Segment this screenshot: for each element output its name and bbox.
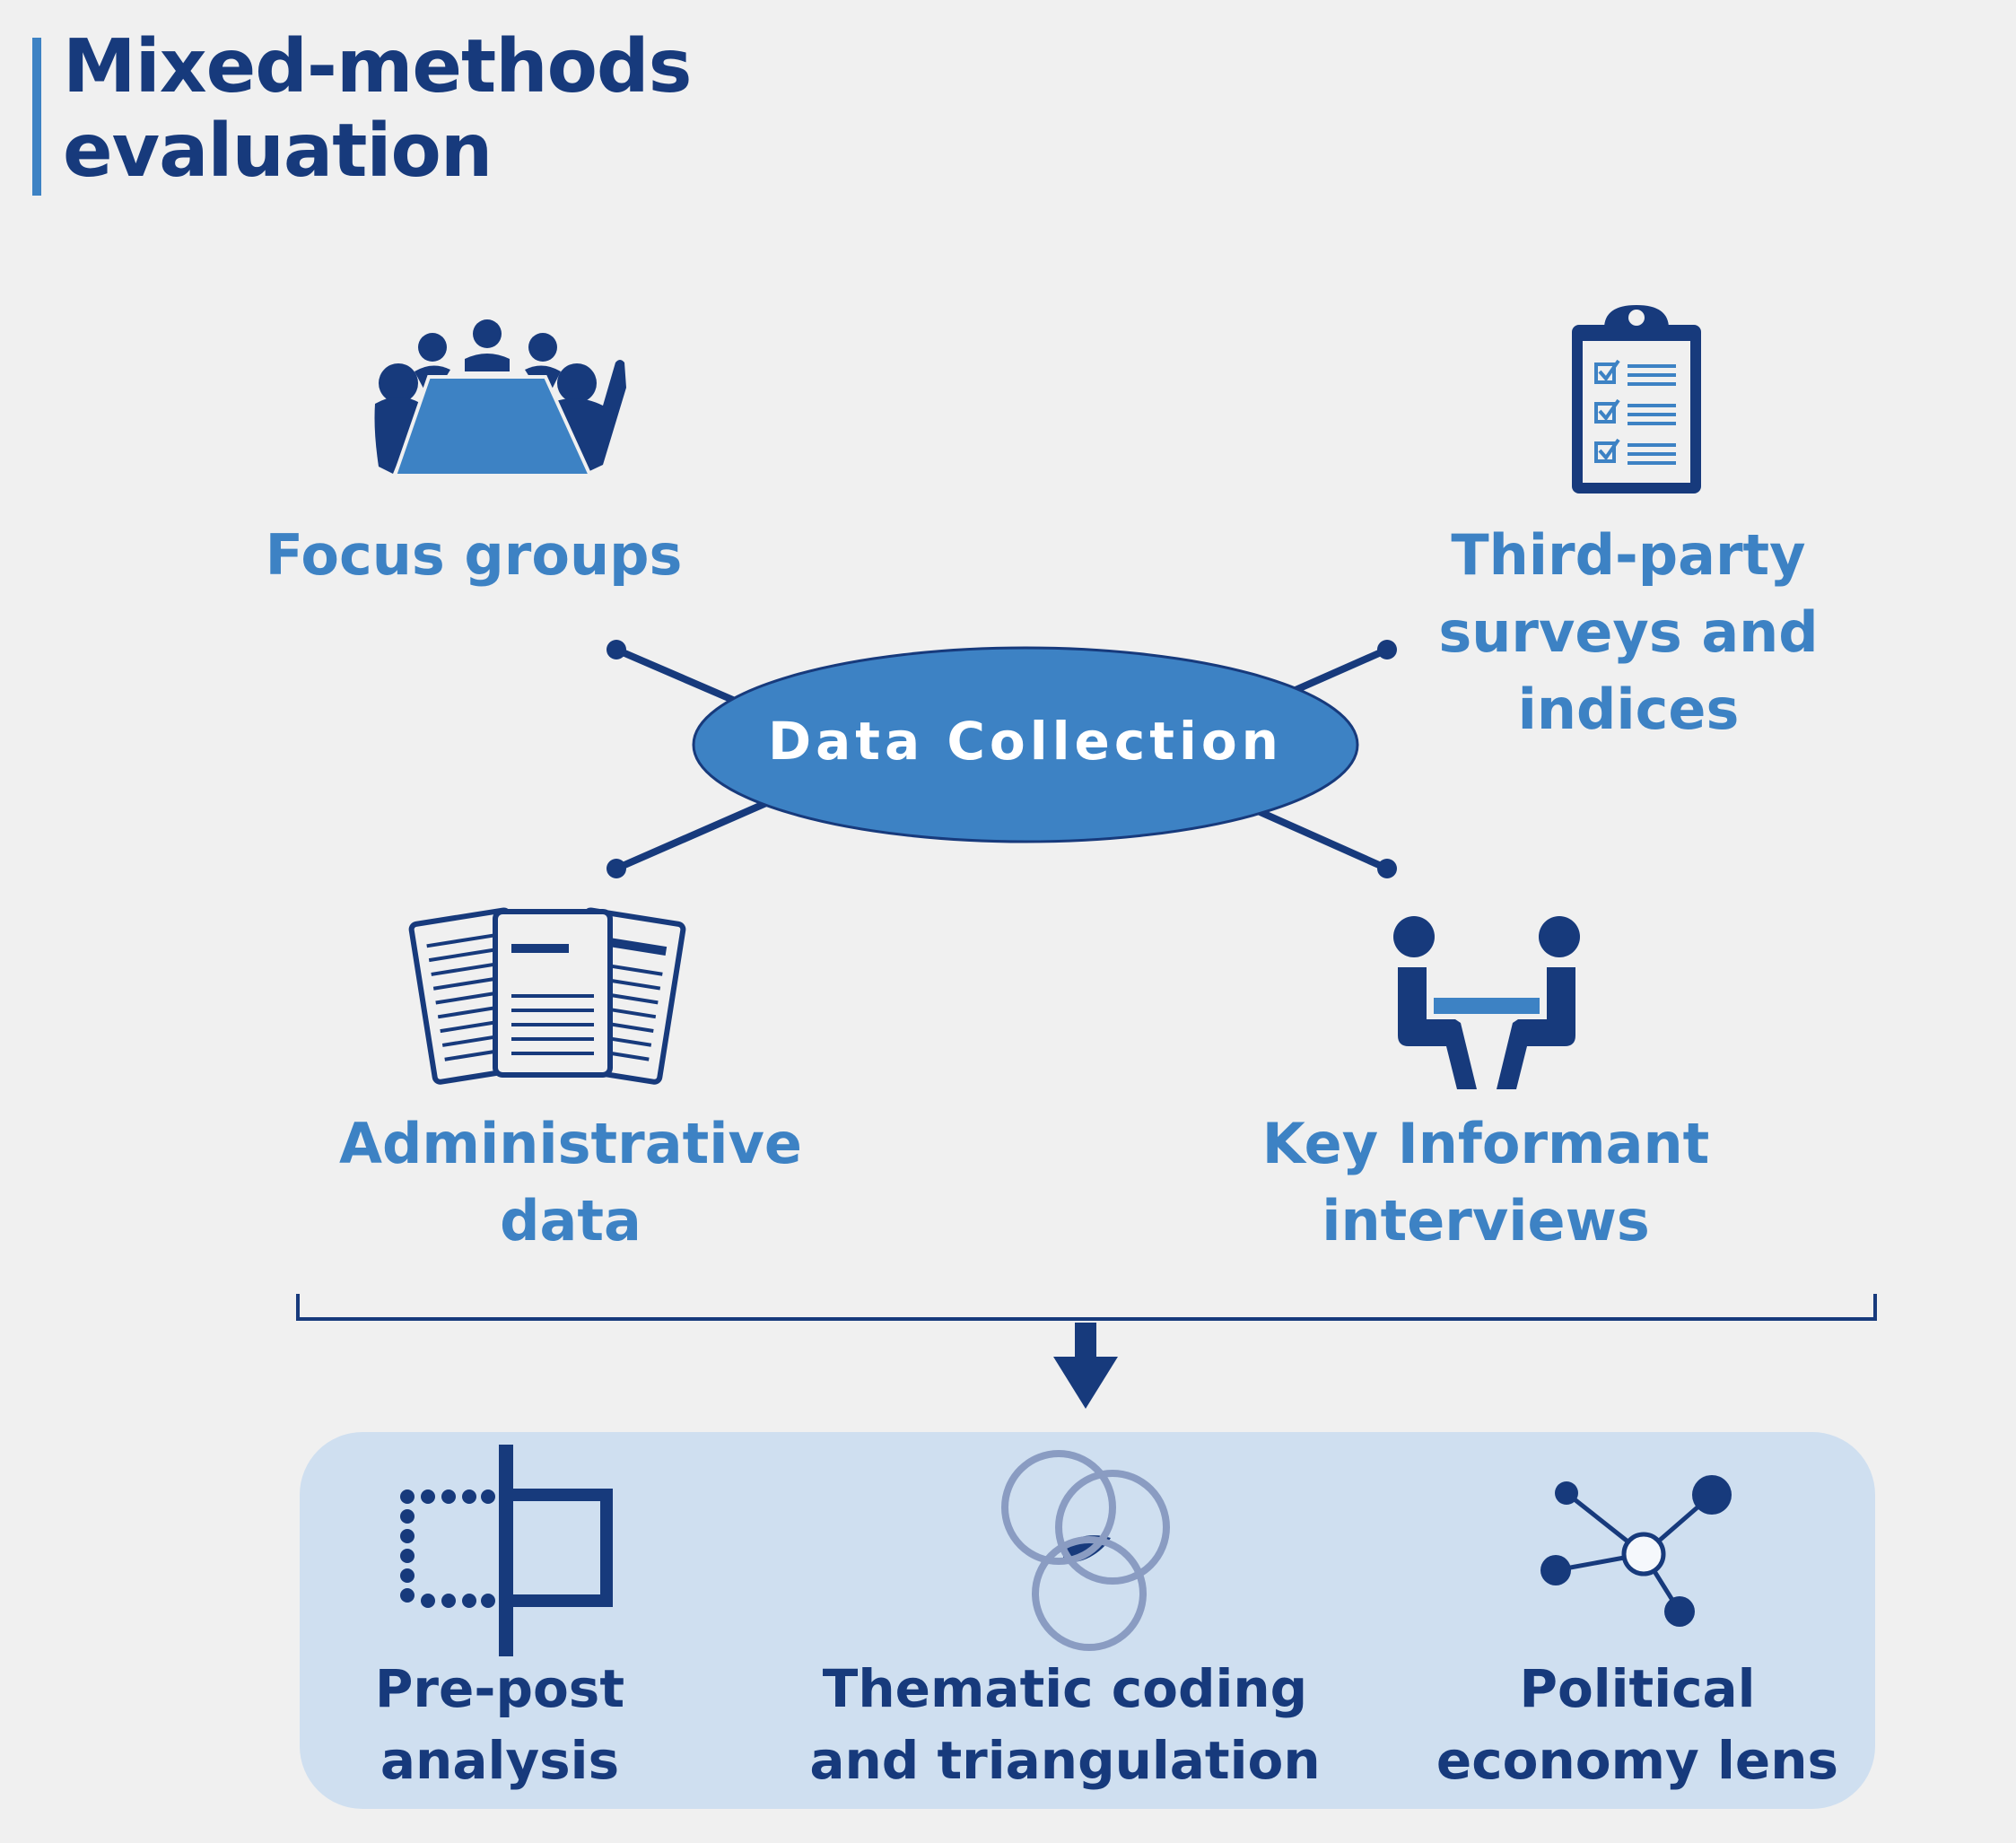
thematic-label: Thematic coding and triangulation [796,1653,1334,1796]
page-title: Mixed-methods evaluation [63,24,692,194]
surveys-label-line-1: Third-party [1451,522,1806,588]
clipboard-checklist-icon [1572,305,1701,494]
interviews-label: Key Informant interviews [1217,1105,1755,1260]
administrative-label: Administrative data [301,1105,840,1260]
political-label: Political economy lens [1368,1653,1907,1796]
network-icon [1540,1475,1732,1627]
title-line-1: Mixed-methods [63,24,692,109]
meeting-table-icon [374,319,626,477]
title-accent-bar [32,38,41,196]
surveys-label-line-3: indices [1517,677,1740,742]
focus-groups-label: Focus groups [265,522,683,588]
connector-dot-surveys [1377,640,1397,659]
interview-icon [1393,916,1580,1089]
connector-dot-interviews [1377,859,1397,878]
interviews-label-line-1: Key Informant [1261,1111,1710,1176]
connector-dot-focus-groups [607,640,626,659]
connector-dot-administrative [607,859,626,878]
bracket-icon [296,1294,1877,1321]
political-label-line-2: economy lens [1436,1730,1839,1791]
thematic-label-line-1: Thematic coding [822,1658,1308,1719]
surveys-label-line-2: surveys and [1438,599,1819,665]
connector-administrative [615,793,782,872]
venn-diagram-icon [1001,1450,1170,1651]
documents-icon [408,907,686,1085]
data-collection-node [692,646,1359,843]
administrative-label-line-2: data [500,1188,641,1253]
data-collection-label: Data Collection [768,711,1283,772]
political-label-line-1: Political [1519,1658,1756,1719]
pre-post-label-line-1: Pre-post [374,1658,625,1719]
thematic-label-line-2: and triangulation [809,1730,1321,1791]
pre-post-label: Pre-post analysis [320,1653,679,1796]
surveys-label: Third-party surveys and indices [1359,517,1898,748]
administrative-label-line-1: Administrative [339,1111,802,1176]
interviews-label-line-2: interviews [1322,1188,1650,1253]
title-line-2: evaluation [63,109,493,194]
arrow-down-icon [1053,1323,1118,1409]
pre-post-icon [400,1445,613,1656]
pre-post-label-line-2: analysis [380,1730,620,1791]
